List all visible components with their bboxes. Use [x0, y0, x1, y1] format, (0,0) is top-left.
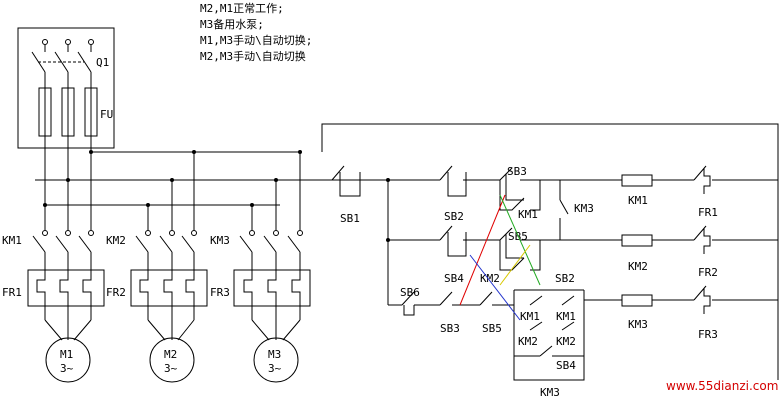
sb4-block-label: SB4	[556, 359, 576, 372]
sb4-button: SB4	[439, 225, 467, 285]
fr1-label: FR1	[2, 286, 22, 299]
km1-coil-label: KM1	[628, 194, 648, 207]
sb1-label: SB1	[340, 212, 360, 225]
q1-label: Q1	[96, 56, 109, 69]
watermark: www.55dianzi.com	[666, 379, 778, 393]
fu-label: FU	[100, 108, 113, 121]
km3-coil: KM3	[621, 294, 653, 331]
km3-block-label: KM3	[540, 386, 560, 399]
km3-interlock-label: KM3	[574, 202, 594, 215]
motor-m3: M3 3~	[251, 319, 301, 383]
note-line-3: M1,M3手动\自动切换;	[200, 33, 312, 47]
sb1-stop-button: SB1	[331, 165, 388, 225]
sb3-contact: SB3	[499, 165, 527, 201]
motor-m2: M2 3~	[147, 319, 195, 383]
sb6-label: SB6	[400, 286, 420, 299]
km2-label: KM2	[106, 234, 126, 247]
green-interlock-line	[499, 194, 541, 286]
sb2-label: SB2	[444, 210, 464, 223]
fr1-contact-label: FR1	[698, 206, 718, 219]
km1-main-contacts: KM1	[2, 230, 94, 253]
fr3-contact: FR3	[693, 285, 718, 341]
sb4-label: SB4	[444, 272, 464, 285]
motor-m1-phase: 3~	[60, 362, 74, 375]
sb3-top-label: SB3	[507, 165, 527, 178]
km3-label: KM3	[210, 234, 230, 247]
motor-m2-phase: 3~	[164, 362, 178, 375]
fr2-contact-label: FR2	[698, 266, 718, 279]
fr3-label: FR3	[210, 286, 230, 299]
note-line-1: M2,M1正常工作;	[200, 2, 284, 15]
fr1-thermal-relay: FR1	[2, 252, 105, 320]
sb6-button: SB6	[400, 286, 420, 316]
blue-interlock-line	[469, 254, 521, 321]
fr3-contact-label: FR3	[698, 328, 718, 341]
red-interlock-line	[459, 194, 506, 306]
km2-aux-contact: KM2	[480, 240, 541, 285]
fr2-label: FR2	[106, 286, 126, 299]
motor-m2-name: M2	[164, 348, 177, 361]
sb2-right-label: SB2	[555, 272, 575, 285]
sb2-button: SB2	[439, 165, 467, 223]
yellow-interlock-line	[499, 244, 531, 286]
fr2-contact: FR2	[693, 225, 718, 279]
km2-block-label-b: KM2	[556, 335, 576, 348]
fr3-thermal-relay: FR3	[210, 252, 311, 320]
km1-block-label-b: KM1	[556, 310, 576, 323]
main-breaker-group: Q1 FU	[17, 27, 115, 149]
km3-main-contacts: KM3	[210, 230, 303, 253]
km2-coil-label: KM2	[628, 260, 648, 273]
motor-m3-name: M3	[268, 348, 281, 361]
note-line-4: M2,M3手动\自动切换	[200, 49, 306, 63]
km2-main-contacts: KM2	[106, 230, 197, 253]
sb3-bottom-label: SB3	[440, 322, 460, 335]
sb5-bottom-contact: SB5	[479, 291, 502, 335]
motor-m1: M1 3~	[44, 319, 92, 383]
km1-block-label-a: KM1	[520, 310, 540, 323]
km2-block-label-a: KM2	[518, 335, 538, 348]
km2-aux-label: KM2	[480, 272, 500, 285]
km2-coil: KM2	[621, 234, 653, 273]
sb3-bottom-contact: SB3	[439, 291, 460, 335]
note-line-2: M3备用水泵;	[200, 17, 264, 31]
km1-label: KM1	[2, 234, 22, 247]
motor-m1-name: M1	[60, 348, 73, 361]
fr1-contact: FR1	[693, 165, 718, 219]
motor-m3-phase: 3~	[268, 362, 282, 375]
km1-coil: KM1	[621, 174, 653, 207]
km3-interlock-contact: KM3	[559, 180, 594, 240]
km1-aux-label: KM1	[518, 208, 538, 221]
fr2-thermal-relay: FR2	[106, 252, 208, 320]
km3-coil-label: KM3	[628, 318, 648, 331]
sb5-bottom-label: SB5	[482, 322, 502, 335]
aux-contact-block: SB2 KM1 KM1 KM2 KM2 SB4 KM3	[513, 272, 585, 399]
